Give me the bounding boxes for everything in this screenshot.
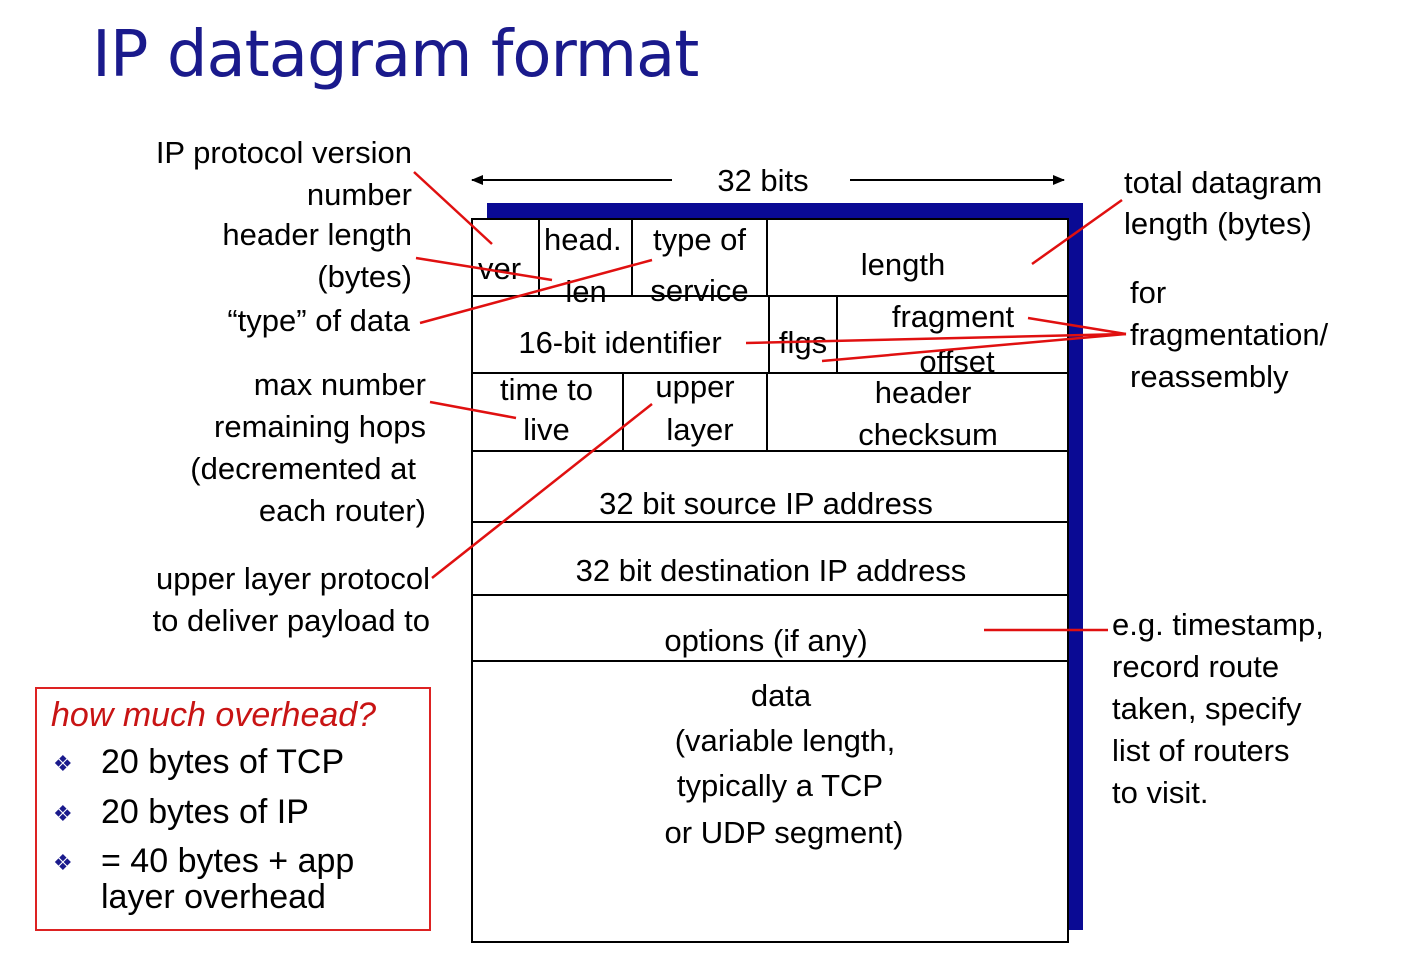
field-source-ip: 32 bit source IP address (599, 486, 933, 521)
overhead-item: 20 bytes of IP (101, 793, 309, 831)
annotation-ttl: max number (253, 367, 426, 402)
annotation-fragmentation: for (1130, 275, 1167, 310)
field-length: length (860, 247, 946, 282)
field-upper-layer: layer (666, 412, 734, 447)
annotation-type-of-data: “type” of data (227, 303, 410, 338)
annotation-version: IP protocol version (155, 135, 412, 170)
annotation-options: to visit. (1112, 775, 1209, 810)
row-divider (471, 450, 1069, 452)
annotation-upper-layer: upper layer protocol (156, 561, 430, 596)
col-divider (766, 372, 768, 451)
annotation-version: number (306, 177, 412, 212)
field-data: data (750, 678, 812, 713)
annotation-options: list of routers (1112, 733, 1290, 768)
annotation-upper-layer: to deliver payload to (152, 603, 430, 638)
diamond-bullet-icon: ❖ (53, 801, 73, 826)
annotation-header-length: (bytes) (317, 259, 412, 294)
callout-line-fragmentation (821, 332, 1127, 363)
annotation-options: record route (1112, 649, 1280, 684)
field-ttl: time to (499, 372, 594, 407)
annotation-options: taken, specify (1112, 691, 1302, 726)
overhead-item: layer overhead (101, 878, 326, 916)
field-ttl: live (523, 412, 570, 447)
field-type-of-service: type of (652, 222, 747, 257)
overhead-box: how much overhead? ❖ 20 bytes of TCP ❖ 2… (35, 687, 431, 931)
callout-line-total-length (1031, 198, 1123, 266)
field-head-len: len (565, 274, 607, 309)
annotation-header-length: header length (222, 217, 412, 252)
row-divider (471, 660, 1069, 662)
annotation-fragmentation: fragmentation/ (1130, 317, 1329, 352)
col-divider (538, 218, 540, 296)
field-data: (variable length, (674, 723, 896, 758)
callout-line-ttl (429, 400, 517, 420)
field-upper-layer: upper (655, 369, 735, 404)
callout-line-fragmentation (745, 332, 1127, 345)
row-divider (471, 594, 1069, 596)
field-fragment-offset: fragment (891, 299, 1015, 334)
annotation-fragmentation: reassembly (1130, 359, 1289, 394)
row-divider (471, 521, 1069, 523)
col-divider (766, 218, 768, 296)
callout-line-type-of-data (419, 258, 653, 325)
field-identifier: 16-bit identifier (518, 325, 722, 360)
diamond-bullet-icon: ❖ (53, 751, 73, 776)
field-data: or UDP segment) (664, 815, 904, 850)
callout-line-upper-layer (431, 403, 653, 579)
annotation-ttl: (decremented at (190, 451, 416, 486)
field-header-checksum: checksum (858, 417, 998, 452)
diamond-bullet-icon: ❖ (53, 850, 73, 875)
col-divider (768, 295, 770, 373)
field-options: options (if any) (664, 623, 868, 658)
slide-title: IP datagram format (92, 18, 699, 92)
overhead-question: how much overhead? (51, 696, 377, 734)
col-divider (622, 372, 624, 451)
bits-label: 32 bits (717, 163, 809, 198)
annotation-options: e.g. timestamp, (1112, 607, 1324, 642)
field-head-len: head. (544, 222, 622, 257)
field-destination-ip: 32 bit destination IP address (575, 553, 967, 588)
col-divider (631, 218, 633, 296)
callout-line-version (413, 171, 493, 245)
callout-line-header-length (415, 256, 553, 282)
annotation-ttl: remaining hops (214, 409, 426, 444)
row-divider (471, 295, 1069, 297)
callout-line-fragmentation (1027, 316, 1127, 336)
field-data: typically a TCP (676, 768, 884, 803)
annotation-total-length: total datagram (1124, 165, 1323, 200)
annotation-total-length: length (bytes) (1124, 206, 1312, 241)
overhead-item: = 40 bytes + app (101, 842, 355, 880)
row-divider (471, 372, 1069, 374)
overhead-item: 20 bytes of TCP (101, 743, 345, 781)
annotation-ttl: each router) (258, 493, 426, 528)
field-type-of-service: service (650, 273, 749, 308)
col-divider (836, 295, 838, 373)
field-header-checksum: header (874, 375, 972, 410)
